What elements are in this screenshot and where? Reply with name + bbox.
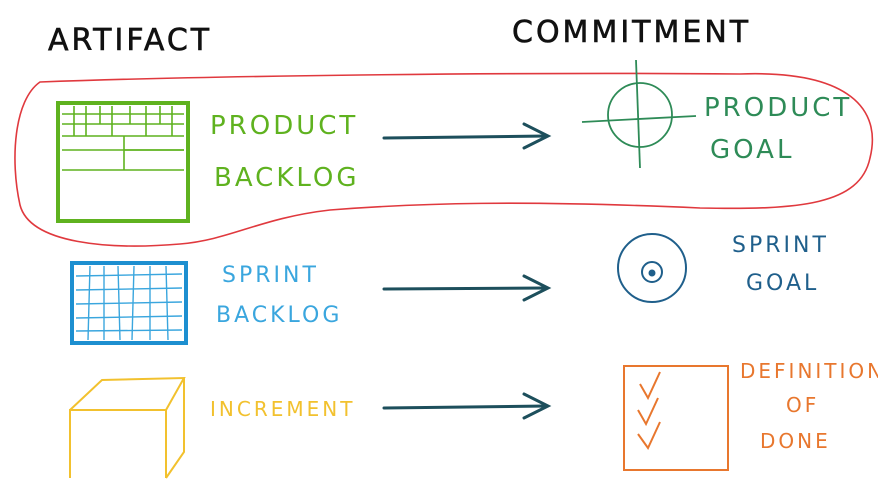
crosshair-icon — [581, 59, 697, 169]
sprint-backlog-label-line1: SPRINT — [222, 263, 319, 288]
sprint-backlog-icon — [70, 261, 188, 345]
dod-label-line3: DONE — [760, 429, 831, 453]
sprint-goal-label-line2: GOAL — [746, 271, 819, 296]
dod-label-line2: OF — [786, 393, 819, 417]
product-backlog-label-line1: PRODUCT — [210, 111, 358, 141]
artifact-header: ARTIFACT — [48, 23, 212, 58]
sprint-goal-label-line1: SPRINT — [732, 233, 829, 258]
increment-label: INCREMENT — [210, 397, 355, 421]
highlight-outline — [14, 72, 874, 247]
target-icon — [617, 233, 687, 303]
arrow-row1 — [382, 122, 552, 150]
product-backlog-label-line2: BACKLOG — [214, 163, 360, 193]
product-backlog-icon — [56, 101, 190, 223]
product-goal-label-line2: GOAL — [710, 135, 794, 165]
sprint-backlog-label-line2: BACKLOG — [216, 303, 342, 328]
checklist-icon — [623, 365, 729, 471]
arrow-row3 — [382, 392, 552, 420]
arrow-row2 — [382, 274, 552, 302]
dod-label-line1: DEFINITION — [740, 359, 878, 383]
increment-cube-icon — [69, 376, 186, 479]
product-goal-label-line1: PRODUCT — [704, 93, 852, 123]
commitment-header: COMMITMENT — [512, 15, 751, 50]
